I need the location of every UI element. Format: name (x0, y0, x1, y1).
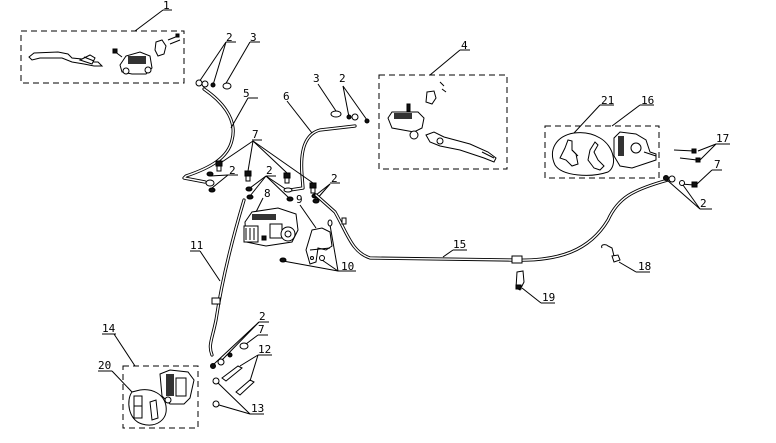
callout-20: 20 (98, 359, 111, 372)
brake-hose-5: 5 (182, 87, 258, 184)
front-pad-left (559, 139, 579, 167)
callout-2-right: 2 (331, 172, 338, 185)
callout-2-left: 2 (229, 164, 236, 177)
assembly-1-box: 1 (20, 0, 185, 84)
callout-8: 8 (264, 187, 271, 200)
brake-hose-11: 11 (190, 198, 246, 357)
line-joint-19: 19 (515, 270, 555, 304)
callout-15: 15 (453, 238, 466, 251)
callout-19: 19 (542, 291, 555, 304)
callout-12: 12 (258, 343, 271, 356)
callout-2-right-far: 2 (700, 197, 707, 210)
abs-bracket-9: 9 10 (279, 193, 356, 273)
callout-14: 14 (102, 322, 116, 335)
callout-10: 10 (341, 260, 354, 273)
callout-6: 6 (283, 90, 290, 103)
rear-caliper-hardware: 2 7 12 13 (210, 310, 272, 415)
master-cylinder-part (112, 48, 153, 75)
callout-1: 1 (163, 0, 170, 12)
assembly-16-box: 16 21 (544, 94, 660, 179)
callout-4: 4 (461, 39, 468, 52)
callout-11: 11 (190, 239, 203, 252)
callout-3-mid: 3 (313, 72, 320, 85)
callout-7-right: 7 (714, 158, 721, 171)
clamp-front-part (425, 81, 447, 105)
callout-7-center: 7 (252, 128, 259, 141)
callout-2-rear: 2 (259, 310, 266, 323)
clamp-part (154, 33, 181, 57)
callout-2-top: 2 (226, 31, 233, 44)
callout-21: 21 (601, 94, 614, 107)
master-cylinder-front-part (387, 103, 425, 140)
banjo-cluster: 7 2 2 2 (205, 128, 340, 204)
front-caliper-part (613, 131, 657, 169)
callout-18: 18 (638, 260, 651, 273)
brake-lever-part (28, 51, 104, 67)
callout-2-center: 2 (266, 164, 273, 177)
rear-pads-part (133, 395, 159, 421)
brake-line-15: 15 (314, 178, 670, 264)
callout-3-top: 3 (250, 31, 257, 44)
callout-16: 16 (641, 94, 654, 107)
front-pad-right (587, 141, 605, 171)
callout-17: 17 (716, 132, 729, 145)
callout-13: 13 (251, 402, 264, 415)
rear-caliper-part (159, 369, 195, 405)
callout-5: 5 (243, 87, 250, 100)
front-caliper-hardware: 17 7 2 (663, 132, 730, 210)
callout-7-rear: 7 (258, 323, 265, 336)
brake-hose-6: 6 3 2 (283, 72, 370, 192)
front-brake-lever-part (425, 131, 497, 163)
callout-9: 9 (296, 193, 303, 206)
abs-unit-8: 8 (243, 187, 299, 247)
washers-top-left: 2 3 (195, 31, 260, 90)
callout-2-mid: 2 (339, 72, 346, 85)
assembly-14-box: 14 20 (98, 322, 199, 429)
hose-clip-18: 18 (601, 244, 651, 273)
assembly-4-box: 4 (378, 39, 508, 170)
